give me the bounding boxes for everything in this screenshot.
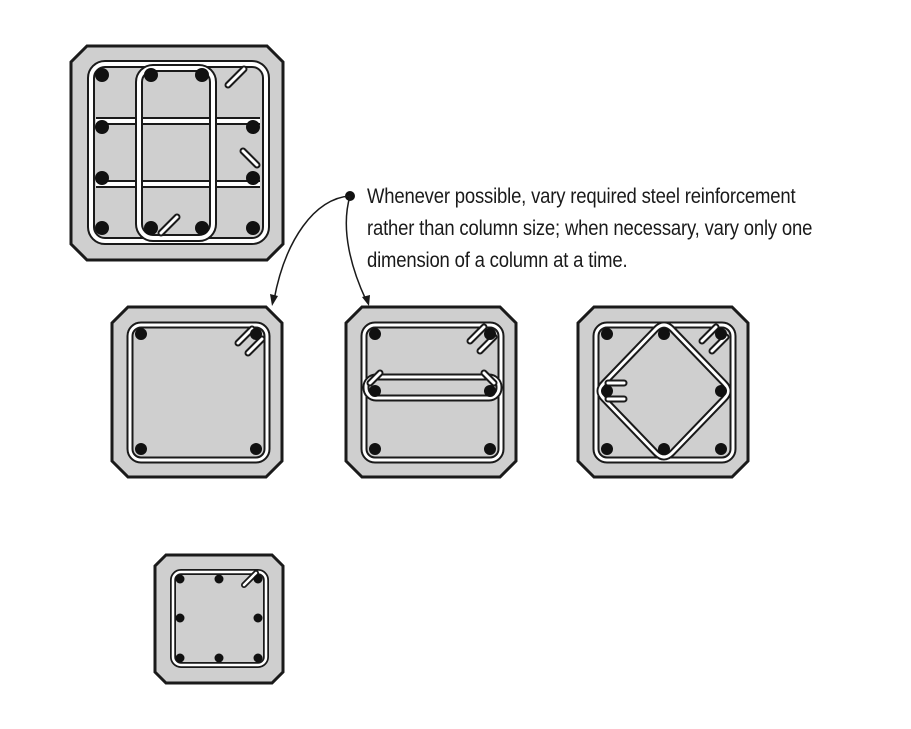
- arrowhead-right: [362, 295, 370, 306]
- annotation-line-2: rather than column size; when necessary,…: [367, 217, 813, 240]
- column-6-bar-section: [344, 305, 518, 479]
- annotation-line-3: dimension of a column at a time.: [367, 249, 628, 272]
- leader-arrows: [270, 191, 370, 306]
- arrowhead-left: [270, 294, 278, 306]
- leader-line-right: [345, 195, 367, 301]
- tie-hook: [241, 570, 259, 588]
- rebar-group: [135, 328, 262, 455]
- large-column: [69, 44, 285, 262]
- small-column-section: [153, 553, 285, 685]
- rebar-group: [369, 328, 496, 455]
- column-6-bar: [344, 305, 518, 479]
- column-4-bar-section: [110, 305, 284, 479]
- tie-hook: [234, 325, 266, 357]
- small-column: [153, 553, 285, 685]
- rebar-group: [95, 68, 260, 235]
- column-4-bar: [110, 305, 284, 479]
- annotation-line-1: Whenever possible, vary required steel r…: [367, 185, 796, 208]
- tie-hook: [157, 65, 261, 237]
- column-8-bar: [576, 305, 750, 479]
- leader-line-left: [273, 195, 351, 301]
- rebar-group: [601, 328, 727, 455]
- annotation-text: Whenever possible, vary required steel r…: [367, 181, 825, 277]
- column-8-bar-section: [576, 305, 750, 479]
- rebar-group: [175, 574, 263, 663]
- large-column-section: [69, 44, 285, 262]
